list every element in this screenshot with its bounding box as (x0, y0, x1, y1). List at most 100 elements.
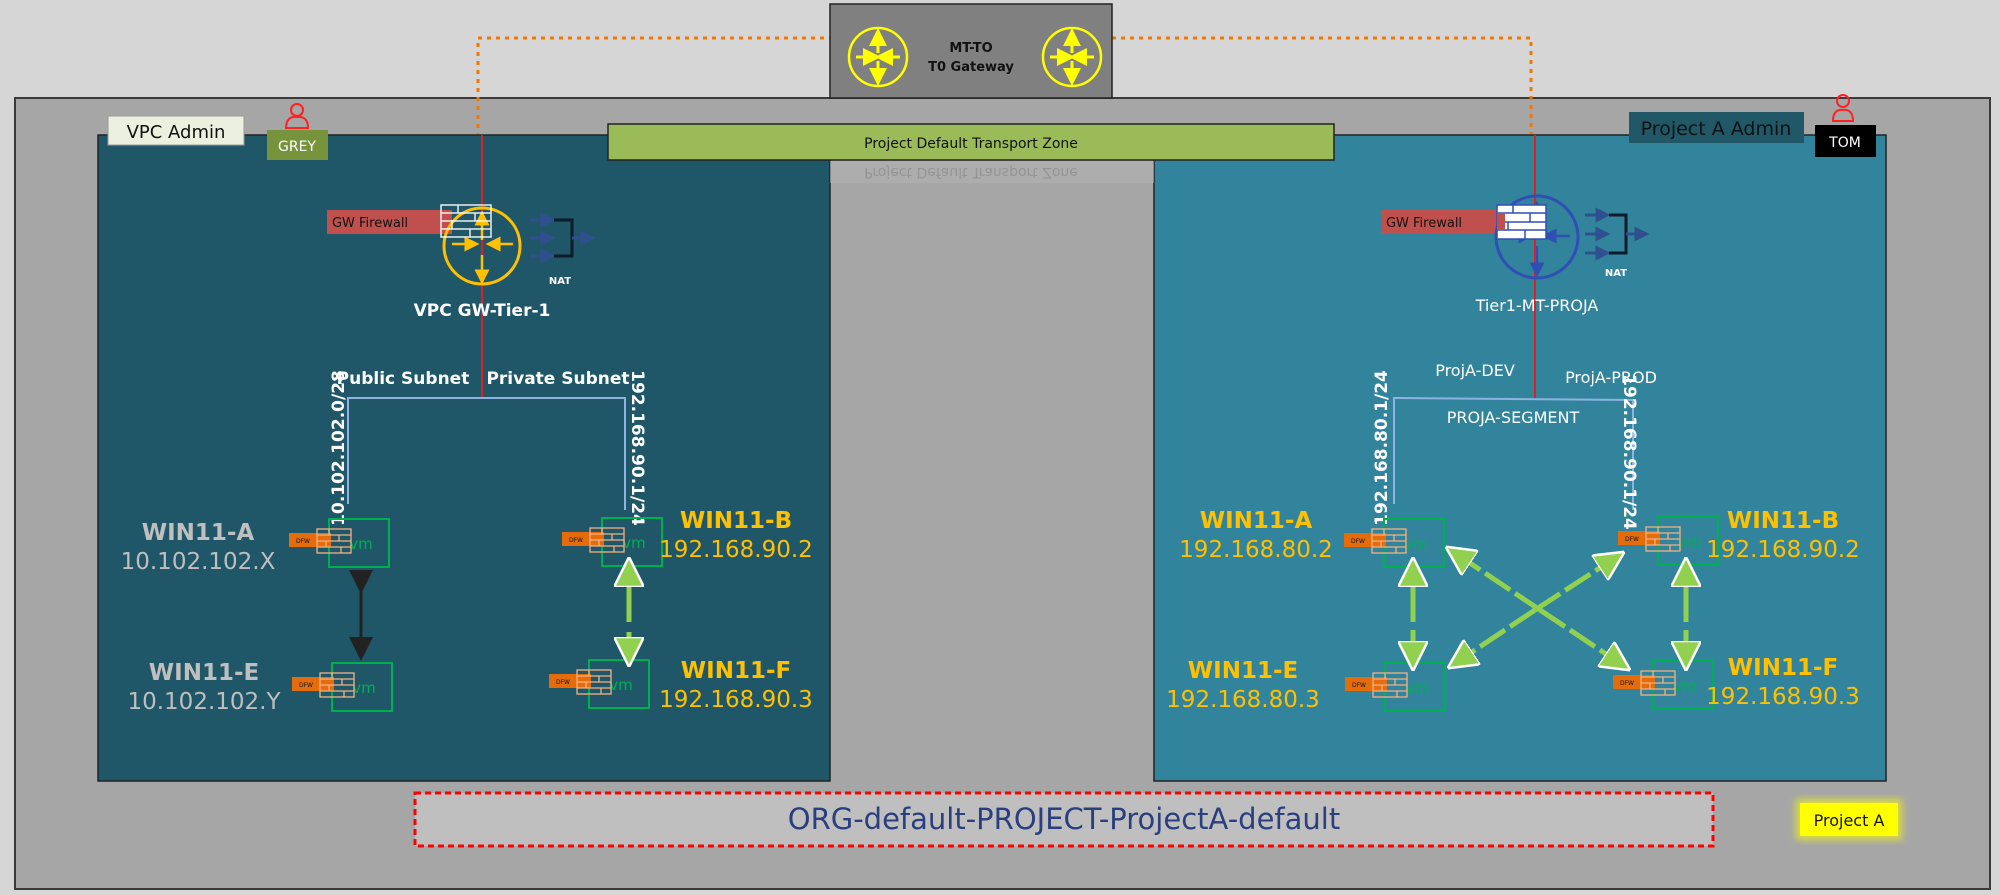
router-icon (847, 26, 909, 88)
dfw-tag (1613, 675, 1655, 689)
dfw-tag (549, 674, 591, 688)
nat-label: NAT (549, 276, 571, 287)
vm-name: WIN11-A (1200, 508, 1313, 534)
dfw-label: DFW (556, 679, 570, 686)
dfw-tag (562, 532, 604, 546)
vm-name: WIN11-B (680, 508, 792, 534)
vm-ip: 10.102.102.Y (127, 689, 281, 715)
vpc-admin-user: GREY (278, 139, 316, 155)
gw-firewall-bar (327, 210, 452, 234)
dfw-tag (289, 533, 331, 547)
vm-ip: 192.168.90.2 (659, 537, 813, 563)
vm-icon-text: vm (1673, 677, 1697, 695)
nat-icon (1585, 207, 1650, 261)
vm-ip: 192.168.90.2 (1706, 537, 1860, 563)
user-icon (1831, 94, 1855, 122)
private-subnet-label: Private Subnet (486, 369, 629, 389)
vm-icon-text: vm (1404, 535, 1428, 553)
transport-zone[interactable]: Project Default Transport Zone Project D… (607, 123, 1335, 183)
project-admin-user-badge (1815, 125, 1876, 157)
vm-name: WIN11-B (1727, 508, 1839, 534)
dfw-label: DFW (296, 538, 310, 545)
firewall-icon (1372, 672, 1408, 698)
prod-cidr: 192.168.90.1/24 (1619, 374, 1639, 530)
vm-ip: 10.102.102.X (121, 549, 276, 575)
vm-node[interactable]: vm DFW WIN11-A 192.168.80.2 (1179, 508, 1445, 568)
dfw-label: DFW (1351, 538, 1365, 545)
public-subnet-label: Public Subnet (337, 369, 470, 389)
project-connection-arrows (1413, 555, 1686, 662)
t0-gateway[interactable]: MT-TO T0 Gateway (829, 3, 1113, 99)
transport-zone-reflection (830, 161, 1154, 183)
user-icon (284, 103, 310, 129)
router-icon (1494, 194, 1580, 280)
vm-node[interactable]: vm DFW WIN11-F 192.168.90.3 (1613, 655, 1860, 710)
project-admin-tag (1629, 112, 1804, 143)
router-icon (1041, 26, 1103, 88)
vm-icon-text: vm (609, 676, 633, 694)
vpc-admin-tag (107, 115, 245, 146)
gw-firewall-label: GW Firewall (1386, 216, 1462, 231)
prod-segment-label: ProjA-PROD (1565, 368, 1657, 387)
vpc-admin-user-badge (267, 130, 328, 160)
dfw-tag (292, 677, 334, 691)
vm-icon-text: vm (622, 534, 646, 552)
firewall-icon (316, 528, 352, 554)
vpc-container (97, 134, 831, 782)
project-segment-line (1393, 396, 1634, 510)
public-cidr: 10.102.102.0/28 (329, 370, 349, 526)
org-project-label: ORG-default-PROJECT-ProjectA-default (788, 802, 1340, 836)
org-project-banner[interactable]: ORG-default-PROJECT-ProjectA-default (413, 791, 1715, 848)
vm-name: WIN11-F (681, 658, 791, 684)
vm-ip: 192.168.80.3 (1166, 687, 1320, 713)
vpc-admin-label: VPC Admin (127, 122, 226, 143)
firewall-icon (1645, 526, 1681, 552)
t0-subtitle: T0 Gateway (928, 60, 1014, 75)
vm-node[interactable]: vm DFW WIN11-F 192.168.90.3 (549, 658, 813, 713)
vm-icon-text: vm (352, 679, 376, 697)
vm-ip: 192.168.90.3 (659, 687, 813, 713)
project-gateway-label: Tier1-MT-PROJA (1475, 296, 1599, 315)
dev-segment-label: ProjA-DEV (1435, 361, 1515, 380)
vm-name: WIN11-E (1188, 658, 1298, 684)
gw-firewall-bar (1381, 210, 1505, 234)
transport-zone-label: Project Default Transport Zone (864, 136, 1078, 152)
vm-node[interactable]: vm DFW WIN11-E 192.168.80.3 (1166, 658, 1446, 713)
dfw-label: DFW (569, 537, 583, 544)
private-cidr: 192.168.90.1/24 (627, 370, 647, 526)
project-admin-label: Project A Admin (1641, 118, 1792, 140)
dfw-tag (1345, 677, 1387, 691)
firewall-icon (1640, 670, 1676, 696)
dfw-tag (1344, 533, 1386, 547)
firewall-icon (576, 669, 612, 695)
vm-icon-text: vm (1405, 679, 1429, 697)
project-admin-user: TOM (1828, 135, 1861, 151)
project-tag[interactable]: Project A (1796, 799, 1902, 840)
nat-icon (530, 212, 596, 264)
firewall-icon (440, 204, 492, 238)
vm-node[interactable]: vm DFW WIN11-B 192.168.90.2 (562, 508, 813, 567)
nat-label: NAT (1605, 268, 1627, 279)
vm-node[interactable]: vm DFW WIN11-E 10.102.102.Y (127, 660, 393, 715)
dfw-label: DFW (1625, 536, 1639, 543)
dfw-label: DFW (299, 682, 313, 689)
vm-ip: 192.168.80.2 (1179, 537, 1333, 563)
vm-icon-text: vm (349, 535, 373, 553)
project-gateway[interactable]: GW Firewall NAT Tier1-MT-PROJA (1381, 194, 1650, 315)
vm-node[interactable]: vm DFW WIN11-A 10.102.102.X (121, 518, 390, 575)
firewall-icon (589, 527, 625, 553)
vm-name: WIN11-A (142, 520, 255, 546)
vpc-gateway[interactable]: GW Firewall NAT VPC GW-Tier-1 (327, 204, 596, 321)
vm-node[interactable]: vm DFW WIN11-B 192.168.90.2 (1618, 508, 1860, 566)
vm-name: WIN11-E (149, 660, 259, 686)
vm-name: WIN11-F (1728, 655, 1838, 681)
firewall-icon (1371, 528, 1407, 554)
dfw-label: DFW (1620, 680, 1634, 687)
dfw-label: DFW (1352, 682, 1366, 689)
segment-label: PROJA-SEGMENT (1447, 408, 1580, 427)
vm-icon-text: vm (1678, 533, 1702, 551)
vpc-subnet-line (347, 397, 626, 510)
dev-cidr: 192.168.80.1/24 (1372, 370, 1392, 526)
vm-ip: 192.168.90.3 (1706, 684, 1860, 710)
